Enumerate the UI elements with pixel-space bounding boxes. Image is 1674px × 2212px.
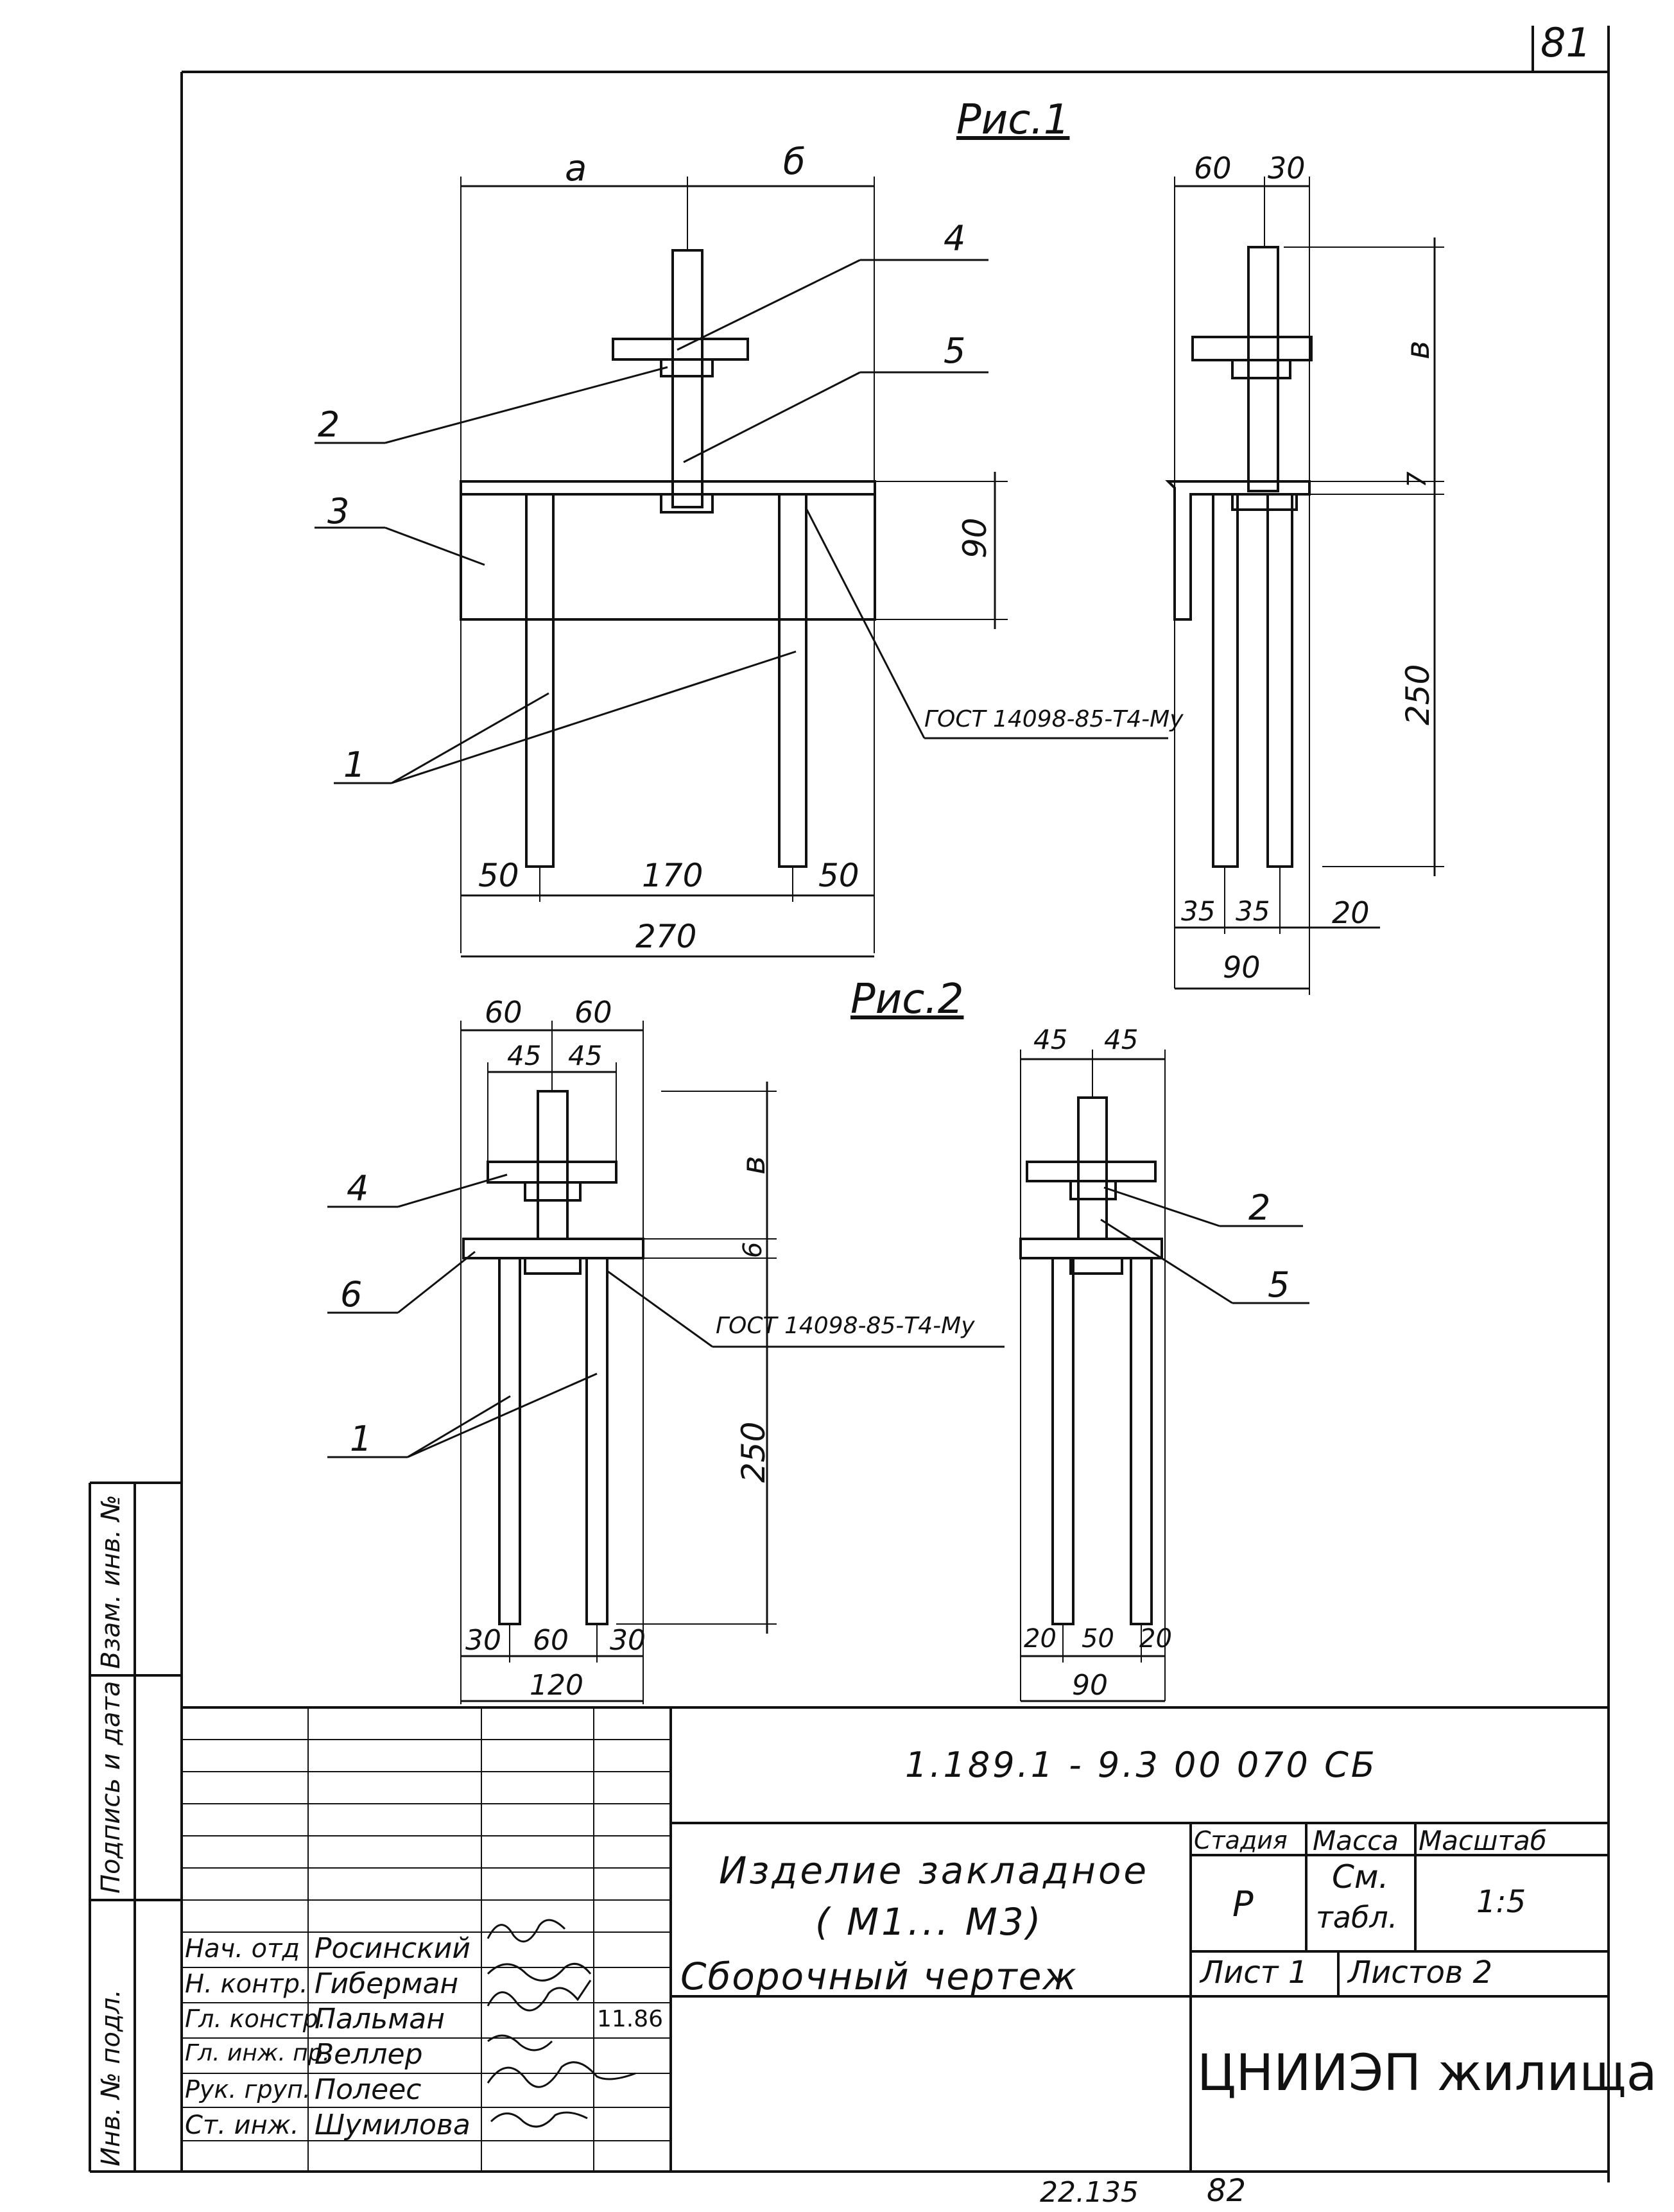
fig2-dim-120: 120 — [530, 1669, 583, 1702]
doc-name-line2: ( М1... М3) — [815, 1900, 1044, 1944]
fig1-dim-90-vertical: 90 — [956, 517, 994, 558]
bottom-number-left: 22.135 — [1040, 2176, 1139, 2209]
role-chief-designer: Гл. констр. — [185, 2005, 326, 2033]
fig2-dim-45-right: 45 — [568, 1040, 603, 1071]
name-giberman: Гиберман — [315, 1967, 459, 2000]
role-chief-engineer: Гл. инж. пр. — [185, 2040, 331, 2066]
fig1-callout-1: 1 — [343, 745, 366, 785]
name-veller: Веллер — [315, 2038, 423, 2071]
fig2-dim-60-left: 60 — [485, 995, 522, 1030]
fig1-side-dim-35a: 35 — [1181, 895, 1216, 927]
fig2-dim-45-left: 45 — [507, 1040, 542, 1071]
fig1-side-dim-35b: 35 — [1236, 895, 1270, 927]
name-shumilova: Шумилова — [315, 2109, 470, 2141]
role-head-of-dept: Нач. отд — [185, 1934, 300, 1964]
fig2-callout-6: 6 — [340, 1274, 363, 1315]
fig1-dim-170: 170 — [642, 857, 703, 894]
scale-header: Масштаб — [1419, 1825, 1547, 1856]
mass-header: Масса — [1313, 1825, 1399, 1856]
name-rosinsky: Росинский — [315, 1932, 470, 1965]
fig1-callout-3: 3 — [327, 491, 350, 531]
stamp-inv-podl: Инв. № подл. — [96, 1989, 126, 2166]
fig1-side-dim-20: 20 — [1332, 895, 1370, 930]
sheet-frame — [89, 26, 1610, 2182]
page-number: 81 — [1540, 19, 1591, 66]
fig1-gost-note: ГОСТ 14098-85-Т4-Му — [924, 706, 1184, 732]
fig2-dim-6: 6 — [738, 1241, 768, 1258]
title-block-grid — [182, 1706, 1609, 2172]
fig2-callout-2: 2 — [1248, 1188, 1271, 1228]
fig2-callout-1: 1 — [350, 1419, 372, 1459]
fig2-callout-5: 5 — [1268, 1265, 1290, 1305]
name-polees: Полеес — [315, 2073, 422, 2106]
fig2-dim-60: 60 — [533, 1624, 569, 1657]
fig2-front-view — [327, 1021, 1005, 1704]
fig1-dim-270: 270 — [635, 918, 697, 955]
fig2-dim-60-right: 60 — [574, 995, 612, 1030]
role-norm-control: Н. контр. — [185, 1969, 308, 1999]
fig2-title: Рис.2 — [850, 976, 964, 1023]
fig2-gost-note: ГОСТ 14098-85-Т4-Му — [716, 1313, 975, 1339]
sheet-count: Листов 2 — [1348, 1955, 1493, 1991]
mass-value-line1: См. — [1332, 1858, 1389, 1896]
fig2-side-dim-90: 90 — [1072, 1669, 1108, 1702]
fig1-side-dim-7: 7 — [1402, 471, 1432, 488]
fig1-side-dim-60: 60 — [1194, 151, 1232, 186]
doc-name-line3: Сборочный чертеж — [680, 1955, 1078, 1998]
fig2-side-view — [1019, 1050, 1309, 1702]
fig1-dim-a: a — [565, 148, 587, 189]
fig1-dim-50-left: 50 — [478, 857, 519, 894]
stamp-vzam-inv: Взам. инв. № — [96, 1494, 126, 1669]
fig2-side-dim-20a: 20 — [1024, 1624, 1057, 1654]
fig1-side-dim-v: в — [1399, 340, 1437, 359]
fig2-dim-30-right: 30 — [610, 1624, 646, 1657]
fig2-dim-250: 250 — [735, 1421, 772, 1483]
doc-code: 1.189.1 - 9.3 00 070 СБ — [905, 1745, 1377, 1785]
fig1-title: Рис.1 — [956, 96, 1070, 144]
bottom-number-right: 82 — [1207, 2173, 1247, 2209]
fig2-side-dim-50: 50 — [1082, 1624, 1114, 1654]
fig1-callout-2: 2 — [318, 404, 340, 445]
fig2-dim-30-left: 30 — [465, 1624, 501, 1657]
fig1-side-dim-90: 90 — [1223, 950, 1261, 985]
fig2-callout-4: 4 — [347, 1168, 369, 1209]
role-senior-engineer: Ст. инж. — [185, 2111, 299, 2140]
stamp-signature-date: Подпись и дата — [96, 1681, 126, 1894]
doc-name-line1: Изделие закладное — [719, 1849, 1150, 1892]
fig2-side-dim-20b: 20 — [1139, 1624, 1172, 1654]
stage-value: Р — [1232, 1884, 1254, 1924]
fig2-side-dim-45a: 45 — [1033, 1024, 1068, 1055]
mass-value-line2: табл. — [1316, 1900, 1398, 1935]
name-palman: Пальман — [315, 2003, 445, 2035]
fig1-front-view — [315, 177, 1168, 958]
fig1-side-dim-250: 250 — [1399, 664, 1437, 725]
fig1-side-dim-30: 30 — [1268, 151, 1306, 186]
scale-value: 1:5 — [1476, 1884, 1526, 1920]
fig2-dim-v: в — [735, 1155, 772, 1175]
role-group-lead: Рук. груп. — [185, 2075, 311, 2104]
organization-name: ЦНИИЭП жилища — [1197, 2044, 1657, 2102]
fig1-dim-b: б — [783, 141, 806, 183]
signatures — [487, 1919, 636, 2128]
sheet-number: Лист 1 — [1200, 1955, 1308, 1991]
fig2-side-dim-45b: 45 — [1104, 1024, 1139, 1055]
fig1-side-view — [1165, 177, 1444, 995]
fig1-dim-50-right: 50 — [818, 857, 859, 894]
stage-header: Стадия — [1194, 1826, 1288, 1854]
fig1-callout-5: 5 — [944, 331, 966, 371]
approval-date: 11.86 — [597, 2006, 664, 2032]
fig1-callout-4: 4 — [944, 218, 966, 259]
